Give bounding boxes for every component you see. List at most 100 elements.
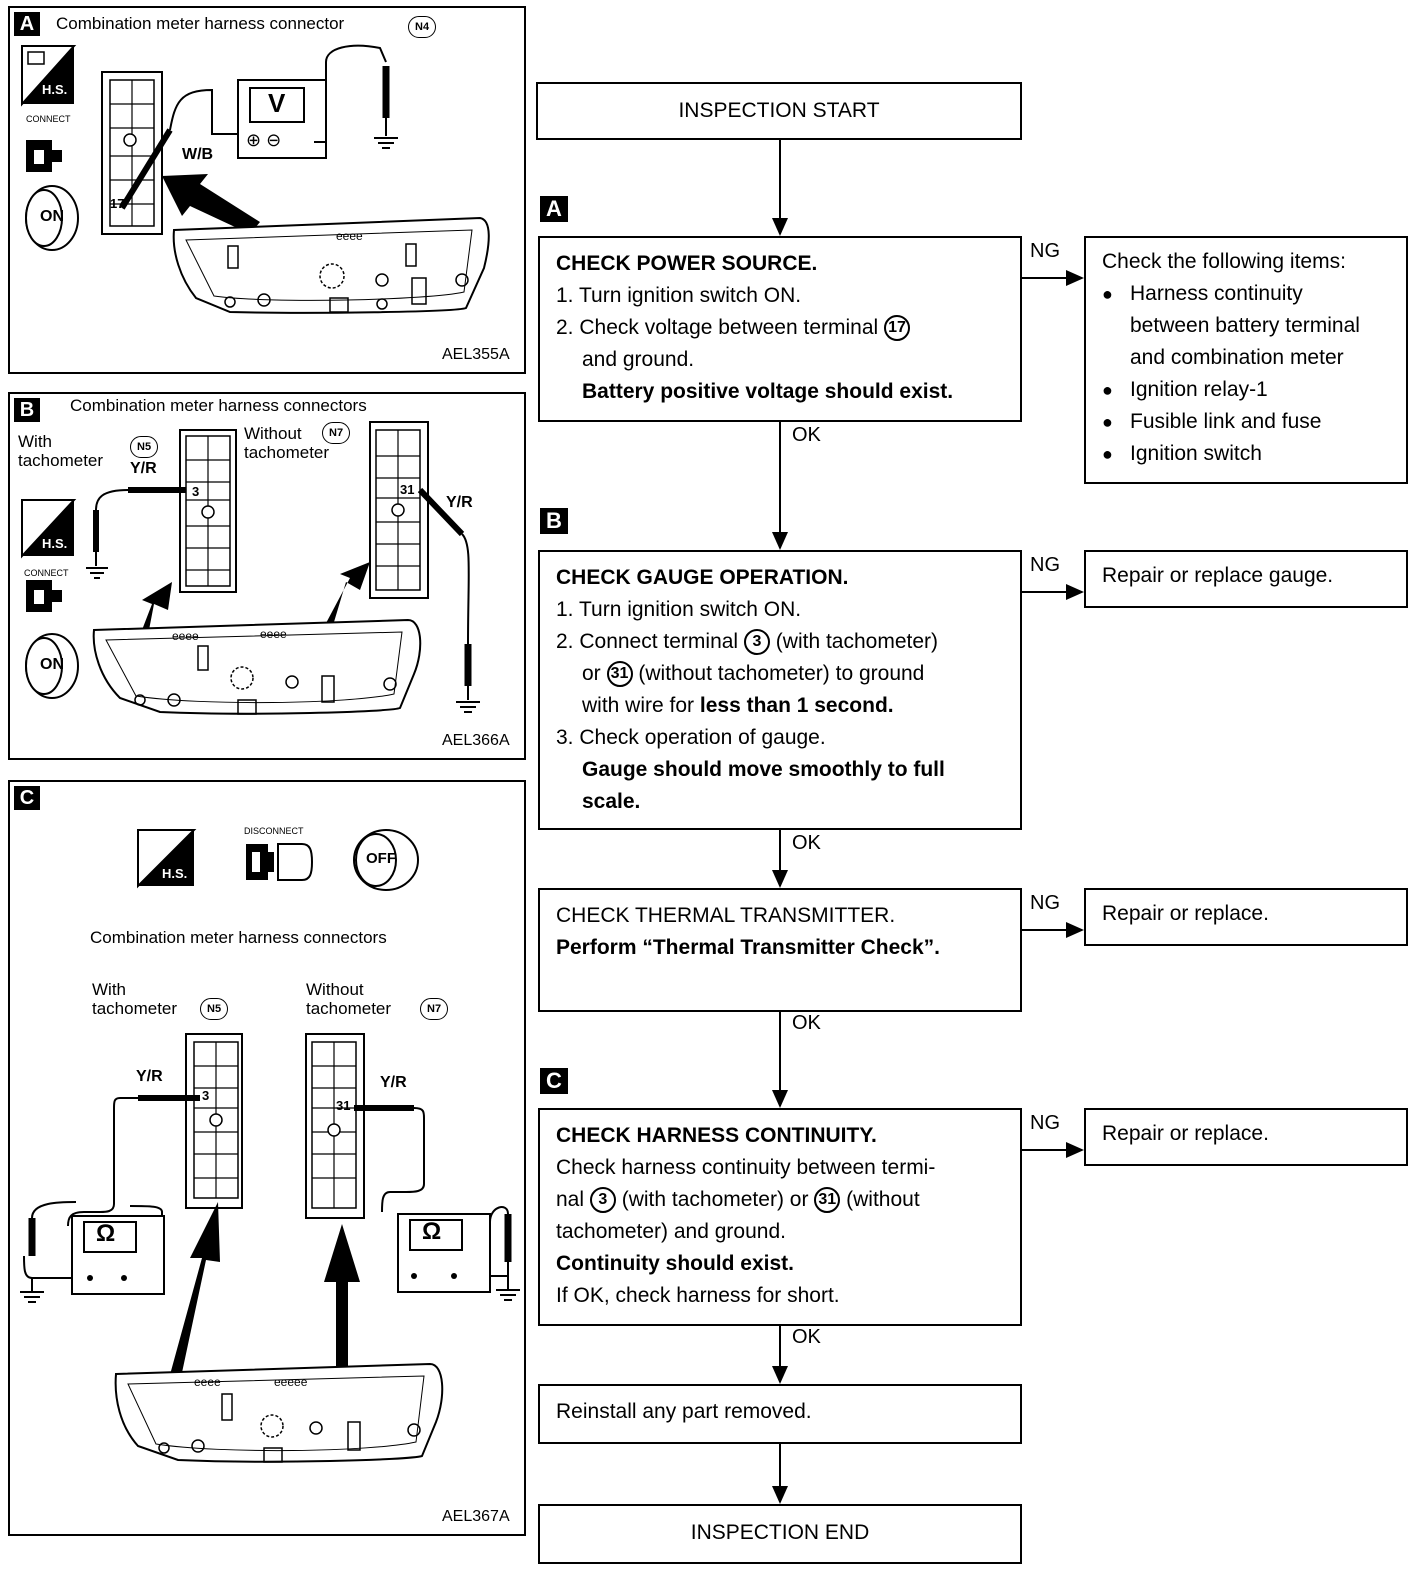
gauge-step-2-suffix: (with tachometer) [775, 630, 938, 653]
ignition-on-label: ON [40, 656, 64, 673]
ng-label-gauge: NG [1030, 554, 1060, 576]
thermal-ng-box: Repair or replace. [1084, 888, 1408, 946]
connector-n7-badge: N7 [420, 998, 449, 1020]
ok-label-gauge: OK [792, 832, 821, 854]
harness-ng-box: Repair or replace. [1084, 1108, 1408, 1166]
gauge-expected-1: Gauge should move smoothly to full [582, 758, 945, 781]
wire-yr-left-label: Y/R [136, 1068, 163, 1085]
power-step-2: 2. Check voltage between terminal 17 [556, 312, 1020, 344]
disconnect-plug-icon [246, 843, 314, 881]
wire-wb-label: W/B [182, 146, 214, 163]
gauge-step-1: 1. Turn ignition switch ON. [556, 598, 802, 621]
terminal-17-badge: 17 [884, 315, 911, 342]
svg-text:eeee: eeee [336, 229, 363, 243]
connector-n7-badge: N7 [322, 422, 351, 444]
harness-with-text: (with tachometer) or [621, 1188, 809, 1211]
inspection-start-text: INSPECTION START [678, 99, 880, 122]
combination-meter-illustration: eeee [172, 216, 490, 314]
ng-label-thermal: NG [1030, 892, 1060, 914]
terminal-17-label: 17 [110, 196, 125, 211]
power-ng-item-1: Harness continuity [1102, 278, 1406, 310]
terminal-31-label: 31 [400, 482, 415, 497]
hand-sensor-label: H.S. [42, 82, 68, 97]
ok-label-harness: OK [792, 1326, 821, 1348]
terminal-3-badge: 3 [743, 629, 770, 656]
check-thermal-transmitter-box: CHECK THERMAL TRANSMITTER. Perform “Ther… [538, 888, 1022, 1012]
connector-n4-badge: N4 [408, 16, 437, 38]
without-tachometer-label: Without tachometer [244, 424, 330, 462]
power-ng-item-3: Fusible link and fuse [1102, 406, 1406, 438]
gauge-expected-2: scale. [582, 790, 641, 813]
hand-sensor-icon [21, 499, 77, 559]
reinstall-box: Reinstall any part removed. [538, 1384, 1022, 1444]
check-power-source-box: CHECK POWER SOURCE. 1. Turn ignition swi… [538, 236, 1022, 422]
power-ng-item-2: Ignition relay-1 [1102, 374, 1406, 406]
gauge-duration-bold: less than 1 second. [699, 694, 894, 717]
svg-text:eeee: eeee [172, 629, 199, 643]
harness-nal-text: nal [556, 1188, 585, 1211]
panel-c-tag: C [14, 786, 40, 810]
connector-n7 [369, 421, 429, 599]
gauge-step-2-text: 2. Connect terminal [556, 630, 739, 653]
panel-b: B Combination meter harness connectors [8, 392, 526, 760]
power-ng-title: Check the following items: [1102, 250, 1346, 273]
panel-b-drawing: eeee eeee [21, 421, 480, 715]
wire-yr-right-label: Y/R [380, 1074, 407, 1091]
reinstall-text: Reinstall any part removed. [556, 1400, 812, 1423]
without-tachometer-label: Without tachometer [306, 980, 392, 1018]
terminal-3-label: 3 [192, 484, 200, 499]
figure-code-c: AEL367A [442, 1508, 510, 1525]
harness-ng-text: Repair or replace. [1102, 1122, 1269, 1145]
power-ng-box: Check the following items: Harness conti… [1084, 236, 1408, 484]
inspection-end-text: INSPECTION END [690, 1521, 870, 1544]
connect-plug-icon [26, 580, 62, 612]
panel-b-tag: B [14, 398, 40, 422]
hand-sensor-label: H.S. [42, 536, 68, 551]
ignition-key-icon [25, 185, 79, 251]
harness-title: CHECK HARNESS CONTINUITY. [556, 1124, 877, 1147]
ignition-on-label: ON [40, 208, 64, 225]
voltmeter-label: V [268, 88, 286, 118]
panel-c-drawing: eeee eeeee [20, 829, 520, 1463]
power-step-2-cont: and ground. [582, 348, 695, 371]
hand-sensor-label: H.S. [162, 866, 188, 881]
ok-label-power: OK [792, 424, 821, 446]
panel-a-drawing: eeee [21, 44, 490, 314]
power-expected: Battery positive voltage should exist. [582, 380, 954, 403]
panel-c: C [8, 780, 526, 1536]
voltmeter-terminals: ⊕ ⊖ [246, 130, 282, 150]
figure-code-a: AEL355A [442, 346, 510, 363]
with-tachometer-label: With tachometer [92, 980, 178, 1018]
svg-text:eeeee: eeeee [274, 1375, 308, 1389]
power-ng-item-1-cont-2: and combination meter [1130, 346, 1344, 369]
connector-n5-badge: N5 [200, 998, 229, 1020]
ignition-key-icon [25, 633, 79, 699]
harness-line-2: nal 3 (with tachometer) or 31 (without [556, 1184, 1020, 1216]
terminal-31-label: 31 [336, 1098, 351, 1113]
gauge-step-2-cont: or 31 (without tachometer) to ground [556, 658, 1020, 690]
connect-plug-icon [26, 140, 62, 172]
panel-b-title: Combination meter harness connectors [70, 396, 367, 415]
gauge-or-text: or [582, 662, 601, 685]
harness-line-1: Check harness continuity between termi- [556, 1156, 936, 1179]
disconnect-label: DISCONNECT [244, 826, 304, 836]
thermal-ng-text: Repair or replace. [1102, 902, 1269, 925]
terminal-3-badge: 3 [589, 1187, 616, 1214]
gauge-step-3: 3. Check operation of gauge. [556, 726, 826, 749]
terminal-3-label: 3 [202, 1088, 210, 1103]
gauge-step-2-duration: with wire for less than 1 second. [556, 690, 1020, 722]
power-step-1: 1. Turn ignition switch ON. [556, 284, 802, 307]
panel-a-title: Combination meter harness connector [56, 14, 344, 34]
harness-line-5: If OK, check harness for short. [556, 1284, 840, 1307]
connector-n7 [305, 1033, 365, 1219]
step-b-tag: B [540, 508, 568, 534]
gauge-ng-box: Repair or replace gauge. [1084, 550, 1408, 608]
figure-code-b: AEL366A [442, 732, 510, 749]
power-ng-item-1-cont-1: between battery terminal [1130, 314, 1360, 337]
check-gauge-operation-box: CHECK GAUGE OPERATION. 1. Turn ignition … [538, 550, 1022, 830]
ignition-key-icon [353, 829, 419, 891]
hand-sensor-icon [21, 45, 77, 107]
connect-label: CONNECT [24, 568, 69, 578]
panel-a-tag: A [14, 12, 40, 36]
harness-line-3: tachometer) and ground. [556, 1220, 786, 1243]
